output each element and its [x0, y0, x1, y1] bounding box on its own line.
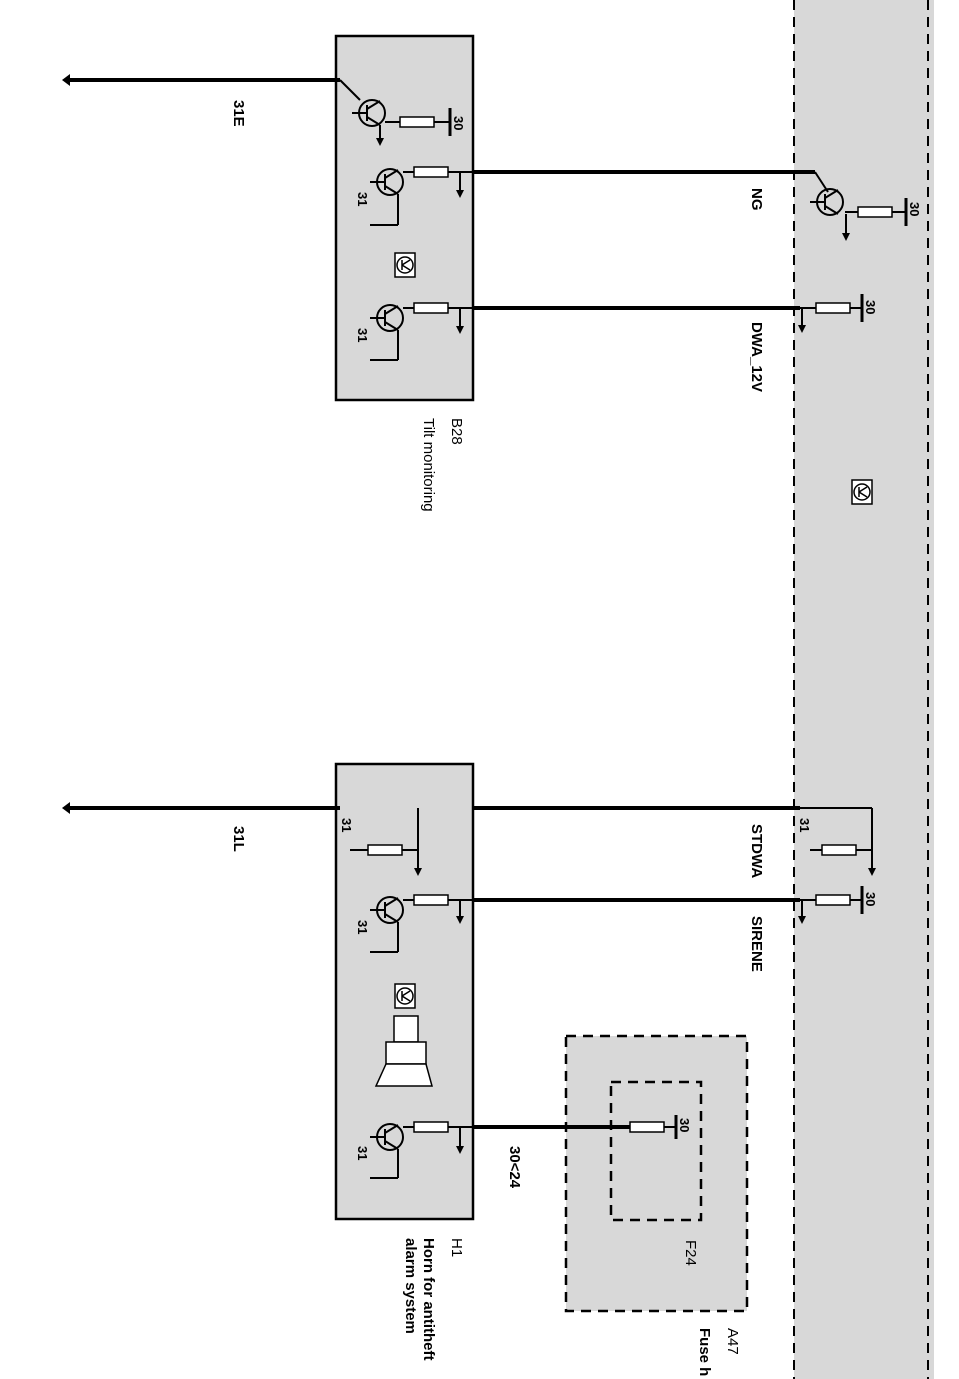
h1-name-line1: Horn for antitheft	[420, 1238, 437, 1360]
right-resistor-dwa	[798, 294, 864, 333]
right-resistor-stdwa	[800, 807, 876, 876]
wire-label-stdwa: STDWA	[748, 824, 765, 878]
a47-name: Fuse h	[696, 1328, 713, 1376]
b28-pin-30: 30	[451, 116, 466, 130]
b28-name: Tilt monitoring	[420, 418, 437, 512]
right-control-unit-icon	[851, 479, 873, 505]
right-transistor-ng	[809, 188, 908, 241]
b28-box	[334, 34, 475, 402]
h1-resistor-31	[350, 808, 422, 876]
b28-pin-31a: 31	[355, 192, 370, 206]
b28-transistor-2	[369, 166, 473, 226]
ground-31l-wire	[62, 802, 340, 814]
h1-control-unit-icon	[394, 983, 416, 1009]
f24-box	[609, 1080, 703, 1222]
h1-transistor-2	[369, 1121, 473, 1179]
label-31l: 31L	[230, 826, 247, 852]
h1-pin-31-bot: 31	[355, 1146, 370, 1160]
label-31e: 31E	[230, 100, 247, 127]
right-resistor-sirene	[798, 886, 864, 924]
fuse-f24	[629, 1115, 678, 1139]
right-pin-31-stdwa: 31	[797, 818, 812, 832]
right-module-box	[794, 0, 934, 1379]
f24-pin-30: 30	[677, 1118, 692, 1132]
h1-transistor-1	[369, 894, 473, 953]
right-pin-30-sirene: 30	[863, 892, 878, 906]
f24-code: F24	[682, 1240, 699, 1266]
b28-transistor-1	[351, 99, 452, 146]
wire-label-sirene: SIRENE	[748, 916, 765, 972]
b28-control-unit-icon	[394, 252, 416, 278]
h1-pin-31-mid: 31	[355, 920, 370, 934]
wire-label-ng: NG	[748, 188, 765, 211]
right-pin-30-ng: 30	[907, 202, 922, 216]
b28-pin-31b: 31	[355, 328, 370, 342]
a47-box	[564, 1034, 749, 1313]
h1-pin-31-top: 31	[339, 818, 354, 832]
b28-transistor-3	[369, 302, 473, 361]
h1-code: H1	[448, 1238, 465, 1257]
a47-code: A47	[724, 1328, 741, 1355]
horn-speaker-icon	[374, 1015, 433, 1087]
ground-31e-wire	[62, 74, 361, 101]
b28-code: B28	[448, 418, 465, 445]
wire-label-supply: 30<24	[506, 1146, 523, 1189]
right-pin-30-dwa: 30	[863, 300, 878, 314]
wire-label-dwa-12v: DWA_12V	[748, 322, 765, 392]
h1-name-line2: alarm system	[402, 1238, 419, 1334]
